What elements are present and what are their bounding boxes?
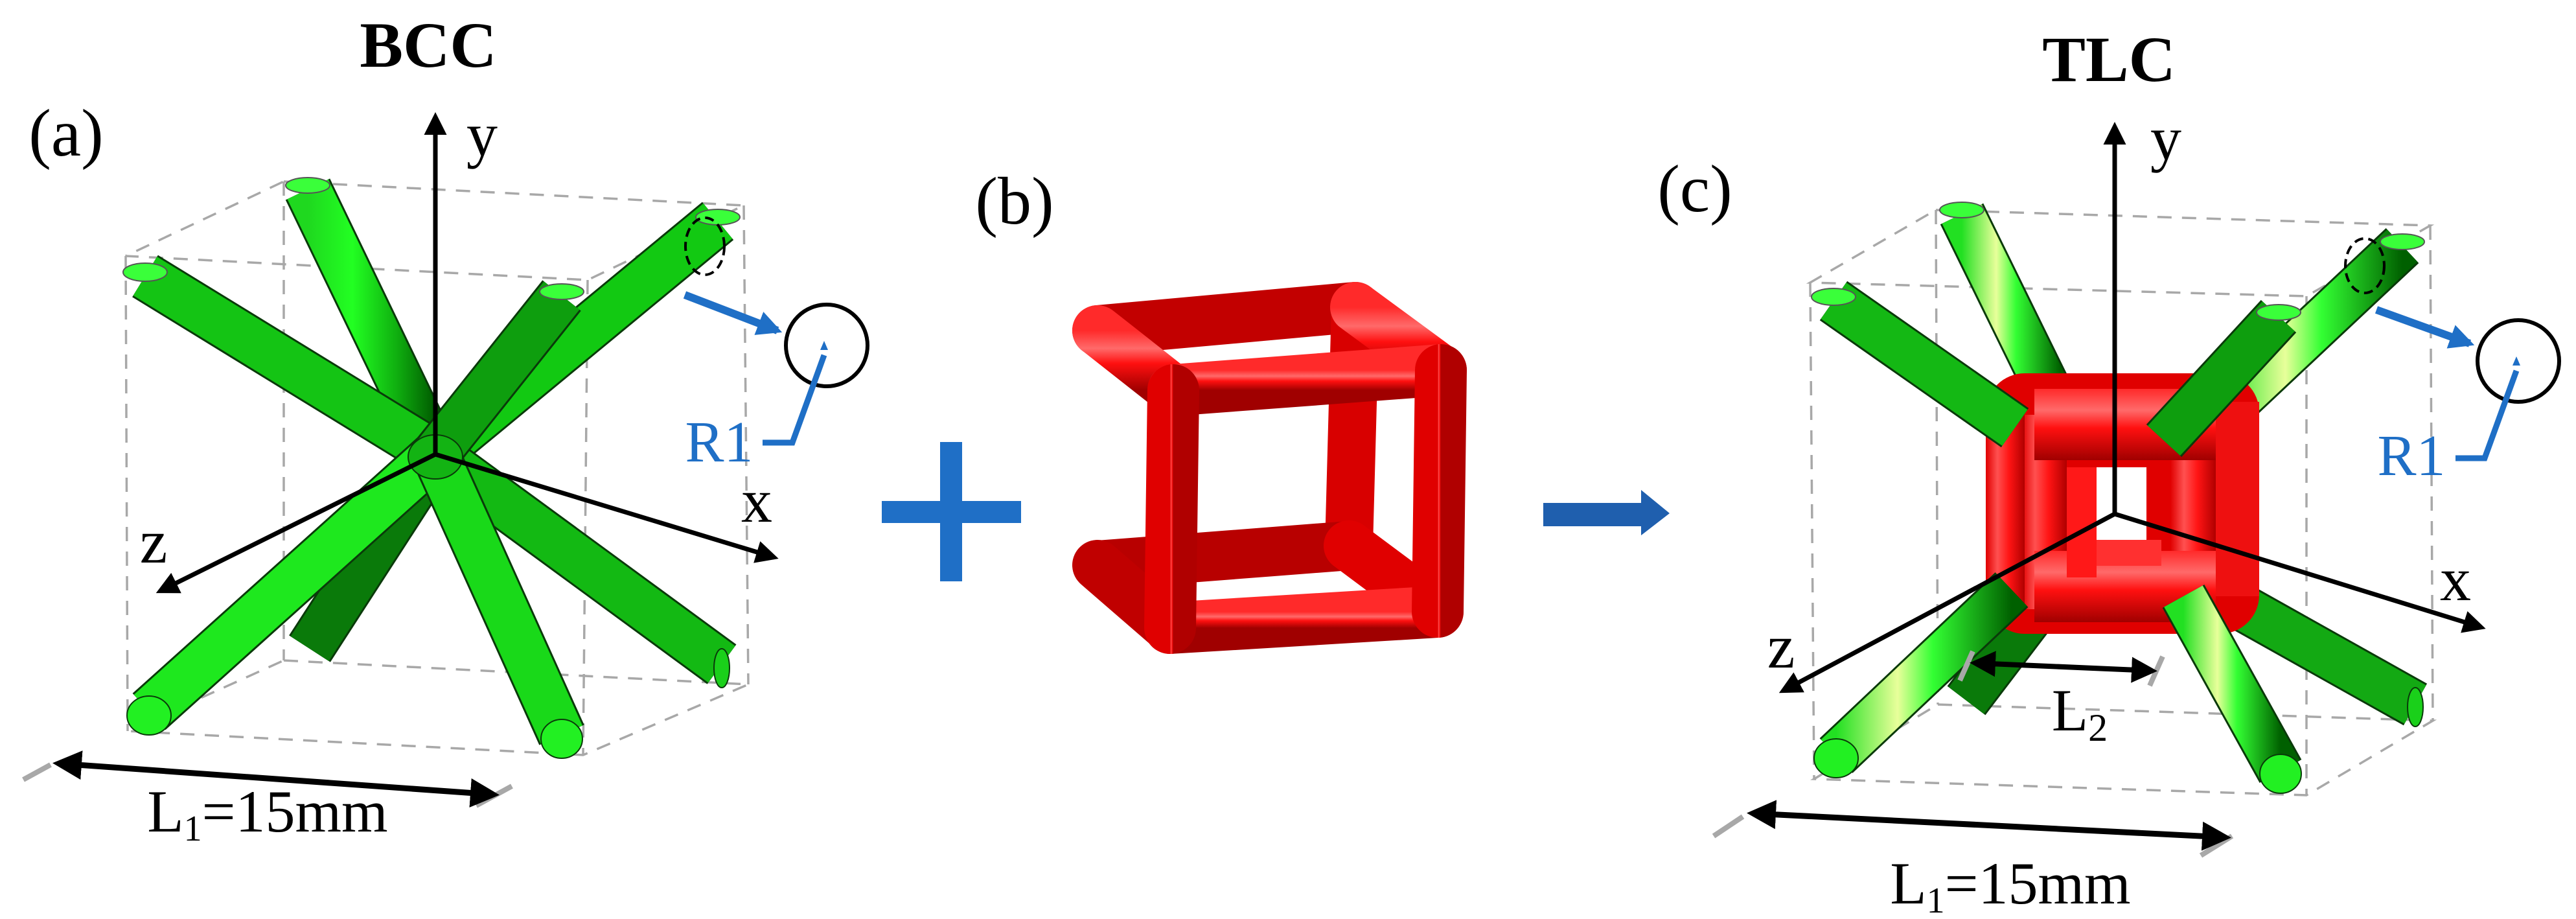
dimension-l1-c: L1=15mm [1712,800,2234,919]
l1-label-c: L1=15mm [1890,850,2130,919]
panel-c-title: TLC [2042,23,2176,95]
plus-operator [882,442,1021,581]
panel-a-label: (a) [29,96,103,170]
dimension-l2: L2 [1957,650,2165,749]
x-axis-label: x [741,466,772,535]
panel-b-label: (b) [975,164,1053,238]
tlc-struts-front [1811,202,2425,794]
bcc-struts-front [122,177,741,759]
coordinate-axes-a: y z x [140,100,779,594]
panel-c-label: (c) [1657,152,1732,226]
panel-a-bcc: BCC (a) [22,9,869,849]
x-axis-label-c: x [2440,544,2471,614]
y-axis-label: y [466,100,498,169]
z-axis-label: z [140,507,168,576]
coordinate-axes-c: y z x [1767,104,2486,693]
transform-arrow [1543,490,1670,535]
panel-b-cube-frame: (b) [975,164,1467,654]
panel-c-tlc: TLC (c) [1657,23,2561,919]
radius-label-a: R1 [685,410,753,474]
l1-label-a: L1=15mm [147,778,387,849]
panel-a-title: BCC [360,9,496,81]
radius-callout-c: R1 [2344,237,2561,488]
z-axis-label-c: z [1767,612,1795,681]
l2-label: L2 [2052,677,2108,749]
radius-callout-a: R1 [683,216,869,474]
y-axis-label-c: y [2150,104,2181,173]
dimension-l1-a: L1=15mm [22,750,513,849]
radius-label-c: R1 [2377,424,2445,488]
